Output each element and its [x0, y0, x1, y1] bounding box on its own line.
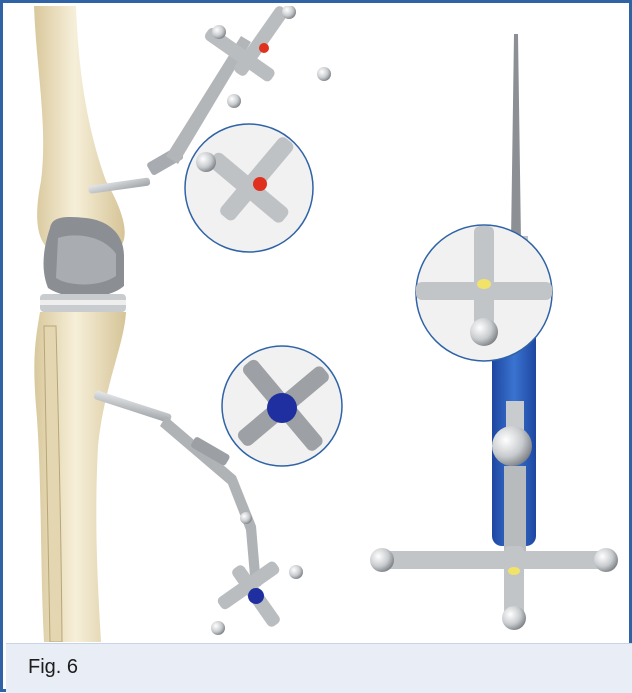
figure-caption: Fig. 6	[28, 656, 78, 679]
tibial-callout	[222, 346, 342, 466]
femur-bone	[34, 6, 125, 251]
surgical-illustration	[6, 6, 632, 642]
caption-bar: Fig. 6	[6, 643, 632, 693]
pointer-callout	[416, 225, 552, 361]
femoral-callout	[185, 124, 313, 252]
